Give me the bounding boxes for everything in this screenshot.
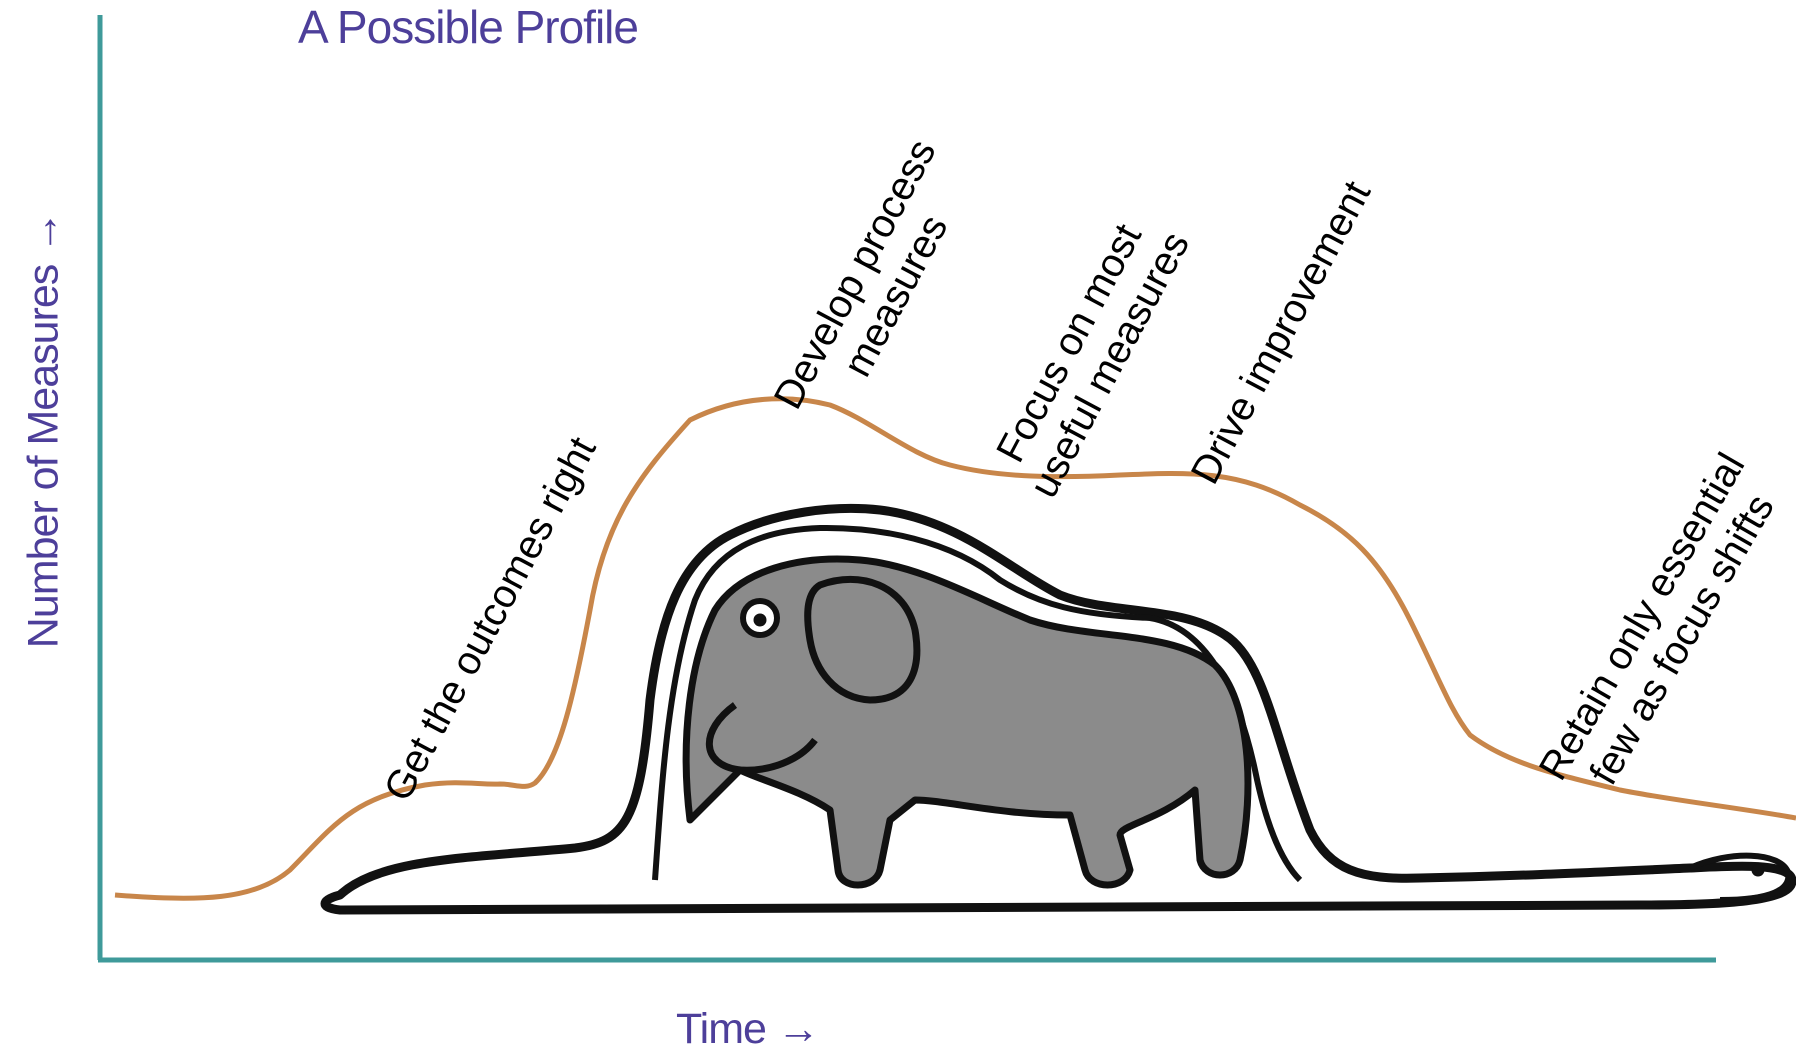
- elephant-pupil: [754, 614, 766, 626]
- diagram-title: A Possible Profile: [298, 0, 638, 54]
- x-axis-label: Time →: [676, 1005, 819, 1054]
- y-axis-label: Number of Measures →: [20, 212, 69, 648]
- snake-eye: [1752, 864, 1764, 876]
